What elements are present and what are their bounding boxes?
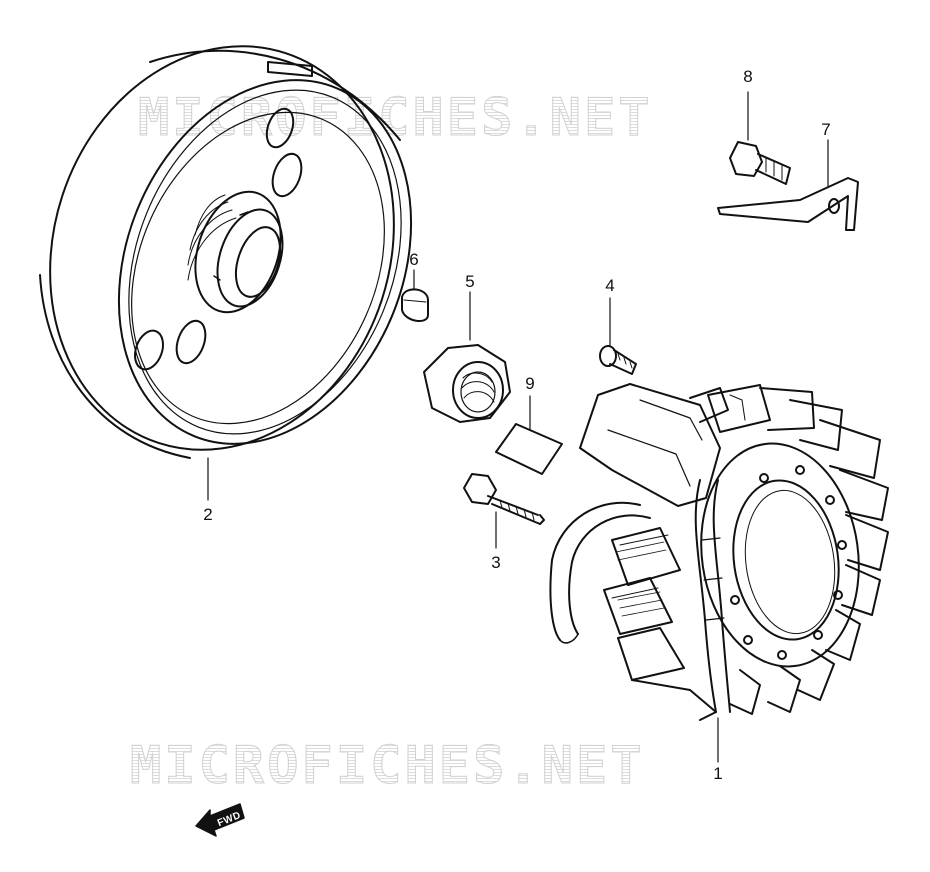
leader-lines bbox=[207, 91, 829, 763]
rotor-flywheel bbox=[39, 45, 413, 459]
stator-coil bbox=[549, 383, 889, 721]
callout-7: 7 bbox=[821, 120, 831, 139]
callout-8: 8 bbox=[743, 67, 753, 86]
callout-6: 6 bbox=[409, 250, 419, 269]
bolt-part bbox=[463, 473, 545, 525]
watermark-top: MICROFICHES.NET bbox=[138, 88, 653, 148]
bolt-small-part bbox=[729, 141, 791, 185]
callout-4: 4 bbox=[605, 276, 615, 295]
callout-3: 3 bbox=[491, 553, 501, 572]
watermark-bottom: MICROFICHES.NET bbox=[130, 736, 645, 796]
nut-part bbox=[423, 344, 511, 423]
forward-arrow-icon bbox=[195, 803, 245, 837]
label-sticker-part bbox=[495, 423, 563, 475]
callout-9: 9 bbox=[525, 374, 535, 393]
callout-1: 1 bbox=[713, 764, 723, 783]
screw-part bbox=[599, 345, 637, 375]
clamp-part bbox=[717, 177, 859, 231]
key-part bbox=[401, 288, 429, 322]
callout-2: 2 bbox=[203, 505, 213, 524]
callout-5: 5 bbox=[465, 272, 475, 291]
